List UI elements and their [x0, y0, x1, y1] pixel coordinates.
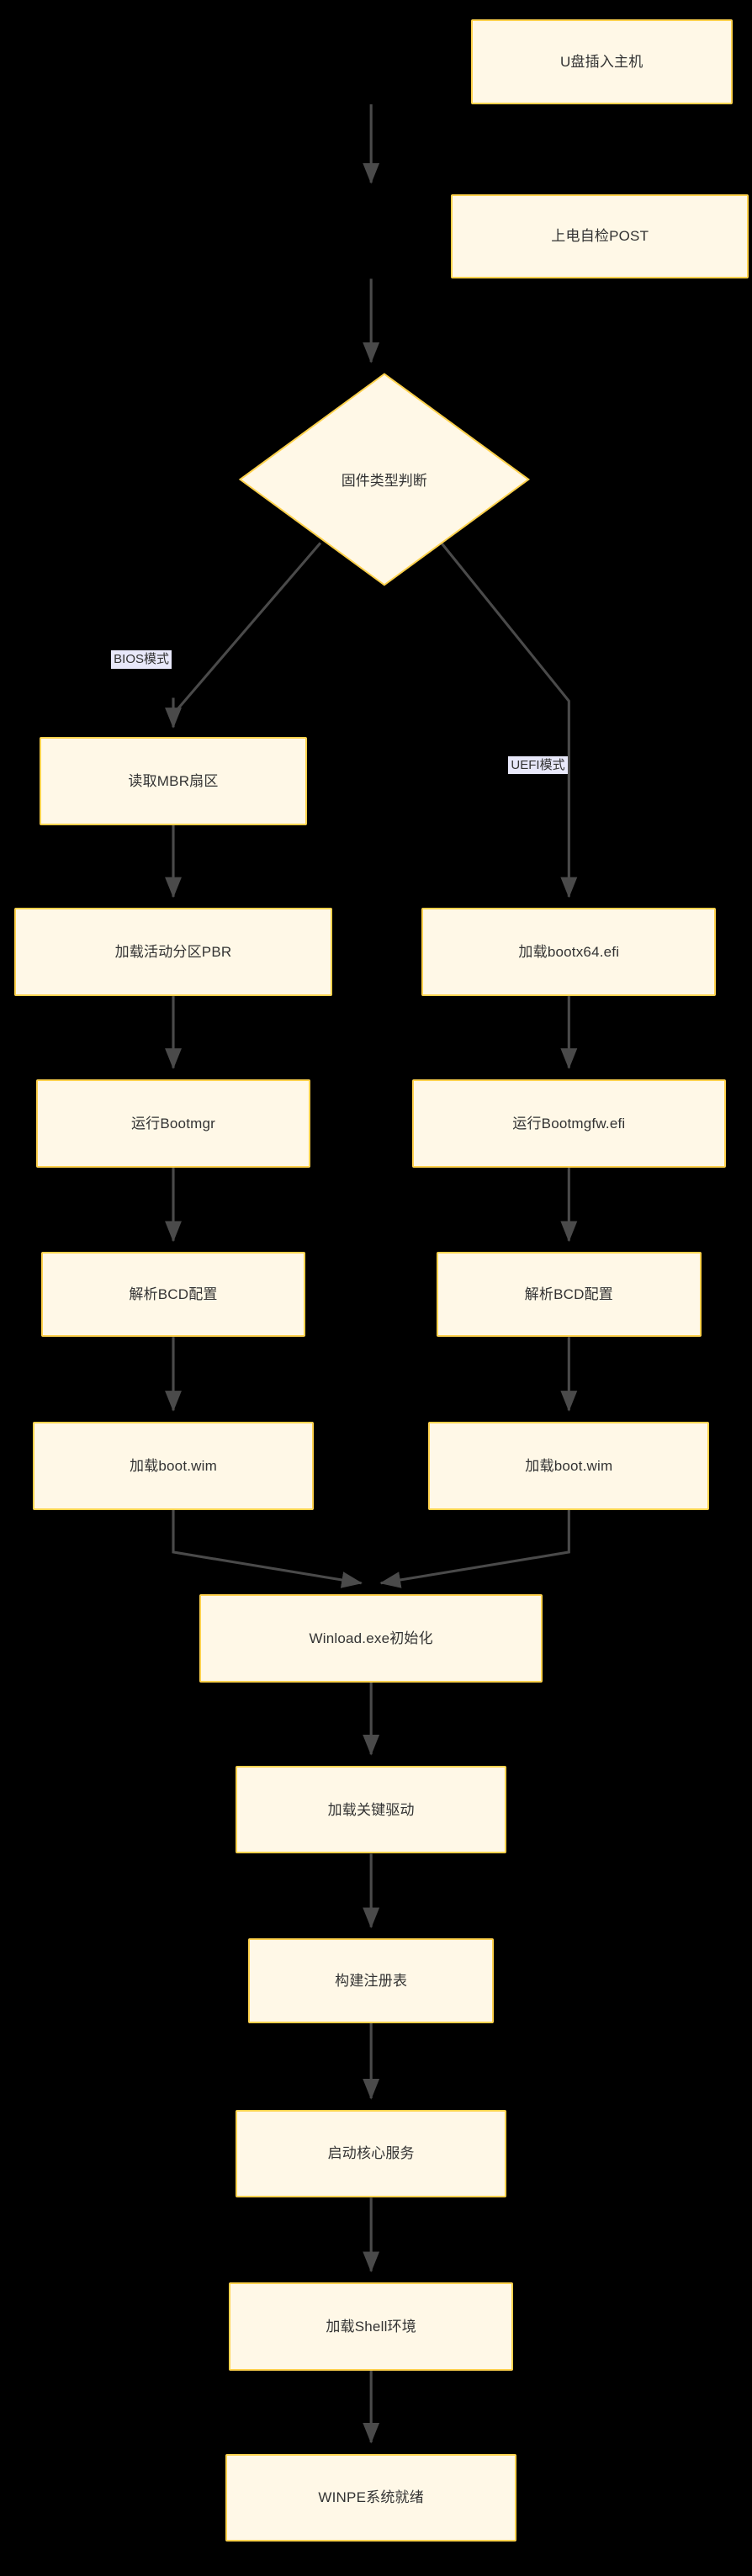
process-node[interactable]: 解析BCD配置	[40, 1252, 306, 1338]
edge-connector	[379, 1509, 570, 1588]
process-node-label: 启动核心服务	[327, 2145, 415, 2162]
process-node[interactable]: 加载boot.wim	[32, 1421, 315, 1510]
decision-node-label: 固件类型判断	[341, 473, 427, 490]
process-node[interactable]: 加载bootx64.efi	[421, 908, 717, 997]
process-node[interactable]: 启动核心服务	[235, 2109, 507, 2198]
edge-connector	[440, 542, 578, 898]
process-node[interactable]: 运行Bootmgr	[35, 1079, 311, 1168]
process-node-label: 构建注册表	[335, 1973, 408, 1989]
process-node[interactable]: 加载活动分区PBR	[14, 908, 332, 997]
edge-connector	[172, 1509, 363, 1588]
process-node-label: 加载活动分区PBR	[114, 944, 232, 961]
process-node-label: WINPE系统就绪	[318, 2489, 424, 2506]
process-node[interactable]: 运行Bootmgfw.efi	[411, 1079, 726, 1168]
process-node[interactable]: 构建注册表	[248, 1938, 494, 2024]
process-node-label: 运行Bootmgfw.efi	[512, 1115, 626, 1132]
process-node-label: 解析BCD配置	[129, 1286, 218, 1303]
process-node[interactable]: 加载Shell环境	[229, 2282, 514, 2371]
process-node-label: 读取MBR扇区	[128, 772, 219, 789]
process-node[interactable]: 加载boot.wim	[428, 1421, 710, 1510]
process-node[interactable]: 加载关键驱动	[235, 1765, 507, 1854]
edge-label: BIOS模式	[111, 650, 172, 669]
process-node-label: 加载Shell环境	[326, 2318, 416, 2335]
process-node-label: U盘插入主机	[559, 54, 643, 70]
edge-label: UEFI模式	[508, 756, 568, 775]
process-node-label: 解析BCD配置	[524, 1286, 613, 1303]
process-node[interactable]: 读取MBR扇区	[39, 736, 308, 825]
diamond-shape	[237, 372, 532, 587]
process-node-label: 上电自检POST	[551, 228, 649, 245]
process-node[interactable]: 解析BCD配置	[436, 1252, 702, 1338]
process-node[interactable]: U盘插入主机	[470, 19, 733, 105]
process-node-label: 加载boot.wim	[129, 1457, 217, 1474]
process-node-label: 运行Bootmgr	[130, 1115, 216, 1132]
process-node[interactable]: 上电自检POST	[451, 193, 749, 279]
process-node-label: 加载关键驱动	[327, 1801, 415, 1818]
process-node-label: Winload.exe初始化	[309, 1630, 433, 1647]
decision-node[interactable]: 固件类型判断	[237, 372, 532, 587]
process-node-label: 加载bootx64.efi	[518, 944, 620, 961]
process-node[interactable]: WINPE系统就绪	[225, 2453, 517, 2542]
process-node[interactable]: Winload.exe初始化	[199, 1594, 543, 1683]
process-node-label: 加载boot.wim	[525, 1457, 613, 1474]
